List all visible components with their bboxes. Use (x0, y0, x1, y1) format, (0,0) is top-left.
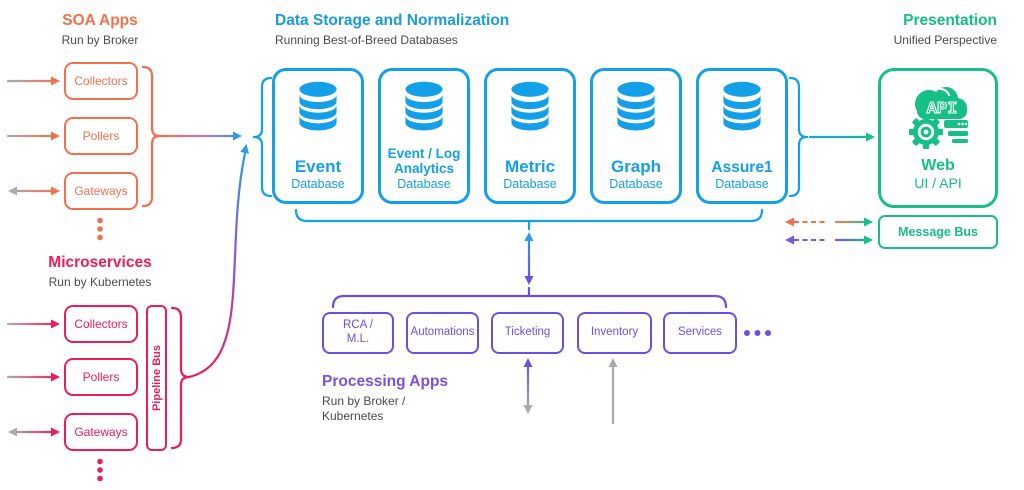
gear-icon (909, 115, 943, 149)
soa-pollers-label: Pollers (82, 129, 120, 143)
processing-ellipsis (744, 330, 771, 336)
pipeline-bus-box: Pipeline Bus (146, 305, 167, 451)
database-name: Assure1 (711, 158, 773, 176)
ticketing-box: Ticketing (491, 312, 564, 354)
micro-ellipsis (97, 458, 103, 482)
message-bus-box: Message Bus (878, 215, 998, 249)
database-icon (299, 81, 337, 131)
database-icon (405, 81, 443, 131)
presentation-title: Presentation (903, 12, 997, 29)
micro-collectors-box: Collectors (64, 305, 138, 343)
soa-pollers-box: Pollers (64, 117, 138, 155)
ticketing-io-arrow (523, 358, 533, 414)
database-sub: Database (291, 177, 345, 191)
microservices-subtitle: Run by Kubernetes (48, 275, 152, 289)
automations-label: Automations (410, 326, 475, 339)
soa-subtitle: Run by Broker (61, 33, 139, 47)
ticketing-label: Ticketing (504, 326, 551, 339)
micro-gateways-box: Gateways (64, 413, 138, 451)
web-ui-api-box: API (878, 68, 998, 208)
soa-gateways-label: Gateways (74, 184, 128, 198)
presentation-subtitle: Unified Perspective (893, 33, 997, 47)
micro-to-storage-curve (187, 144, 250, 379)
processing-title: Processing Apps (322, 373, 449, 390)
database-sub: Database (715, 177, 769, 191)
database-name: Graph (610, 156, 662, 176)
database-icon (511, 81, 549, 131)
inventory-box: Inventory (577, 312, 652, 354)
database-icon (723, 81, 761, 131)
processing-subtitle-line2: Kubernetes (322, 409, 384, 423)
assure1-database-box: Assure1 Database (696, 68, 788, 204)
database-name: Event (294, 156, 342, 176)
api-icon-label: API (927, 100, 958, 119)
micro-pollers-label: Pollers (82, 370, 120, 384)
storage-right-brace (788, 76, 809, 198)
micro-input-arrows (6, 319, 60, 437)
storage-subtitle: Running Best-of-Breed Databases (275, 33, 458, 47)
database-sub: Database (397, 177, 451, 191)
micro-gateways-label: Gateways (74, 425, 128, 439)
database-icon (617, 81, 655, 131)
soa-collectors-box: Collectors (64, 62, 138, 100)
database-sub: Database (503, 177, 557, 191)
micro-pollers-box: Pollers (64, 358, 138, 396)
micro-collectors-label: Collectors (74, 317, 128, 331)
soa-collectors-label: Collectors (74, 74, 128, 88)
processing-subtitle-line1: Run by Broker / (322, 394, 406, 408)
database-name: Event / Log Analytics (387, 145, 461, 176)
pipeline-bus-label: Pipeline Bus (150, 344, 163, 412)
storage-to-web-arrow (808, 132, 875, 142)
automations-box: Automations (406, 312, 479, 354)
soa-brace (141, 65, 162, 208)
processing-subtitle: Run by Broker / Kubernetes (322, 394, 405, 424)
services-box: Services (663, 312, 737, 354)
web-label: Web (921, 157, 955, 174)
processing-bracket (331, 286, 728, 309)
storage-underline-bracket (294, 208, 764, 231)
metric-database-box: Metric Database (484, 68, 576, 204)
database-sub: Database (609, 177, 663, 191)
inventory-input-arrow (608, 358, 618, 424)
message-bus-label: Message Bus (898, 225, 978, 239)
microservices-title: Microservices (48, 254, 152, 271)
soa-gateways-box: Gateways (64, 172, 138, 210)
storage-left-brace (252, 76, 273, 198)
services-label: Services (677, 326, 723, 339)
api-cloud-gear-icon: API (909, 87, 968, 149)
storage-processing-arrow (524, 232, 534, 285)
storage-title: Data Storage and Normalization (275, 12, 510, 29)
micro-brace (170, 306, 191, 450)
graph-database-box: Graph Database (590, 68, 682, 204)
soa-to-storage-arrow (159, 131, 242, 141)
event-database-box: Event Database (272, 68, 364, 204)
message-bus-arrows-bottom (785, 235, 873, 245)
soa-input-arrows (6, 76, 60, 196)
database-name: Metric (504, 156, 556, 176)
inventory-label: Inventory (590, 326, 639, 339)
message-bus-arrows-top (785, 217, 873, 227)
soa-ellipsis (97, 217, 103, 241)
rca-ml-label: RCA / M.L. (342, 319, 374, 345)
rca-ml-box: RCA / M.L. (322, 312, 394, 354)
event-log-analytics-database-box: Event / Log Analytics Database (378, 68, 470, 204)
soa-title: SOA Apps (62, 12, 138, 29)
web-sub-label: UI / API (914, 175, 962, 191)
